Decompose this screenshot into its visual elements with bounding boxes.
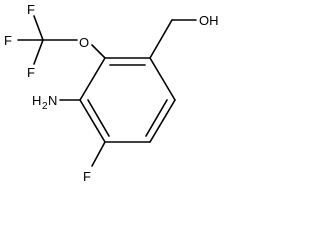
ring-bond-c5-c6 xyxy=(79,99,106,143)
bond-ring-ch2 xyxy=(149,19,173,59)
amino-group: H 2 N xyxy=(32,93,81,112)
amino-n-label: N xyxy=(48,93,57,108)
chemical-structure: OH O F F F H 2 N F xyxy=(4,2,219,184)
ring-fluoro-group: F xyxy=(83,141,106,184)
ether-oxygen-label: O xyxy=(79,35,89,50)
benzene-ring xyxy=(79,57,176,143)
fluorine-label-left: F xyxy=(4,33,12,48)
ring-double-bond-c3-c4 xyxy=(145,99,168,137)
bond-c-f1 xyxy=(33,15,44,41)
amino-h-label: H xyxy=(32,93,41,108)
bond-ring-f xyxy=(91,141,106,167)
amino-subscript-label: 2 xyxy=(42,101,48,112)
ring-fluorine-label: F xyxy=(83,169,91,184)
bond-c-f3 xyxy=(33,39,44,65)
bond-ring-o xyxy=(91,44,106,59)
hydroxyl-label: OH xyxy=(199,13,219,28)
hydroxymethyl-group: OH xyxy=(149,13,219,59)
ring-bond-c6-c1 xyxy=(79,57,106,101)
ring-double-bond-c5-c6 xyxy=(87,99,110,137)
ring-bond-c3-c4 xyxy=(149,99,176,143)
fluorine-label-top: F xyxy=(27,2,35,17)
ring-bond-c2-c3 xyxy=(149,57,176,101)
fluorine-label-bottom: F xyxy=(27,65,35,80)
trifluoromethoxy-group: O F F F xyxy=(4,2,106,80)
